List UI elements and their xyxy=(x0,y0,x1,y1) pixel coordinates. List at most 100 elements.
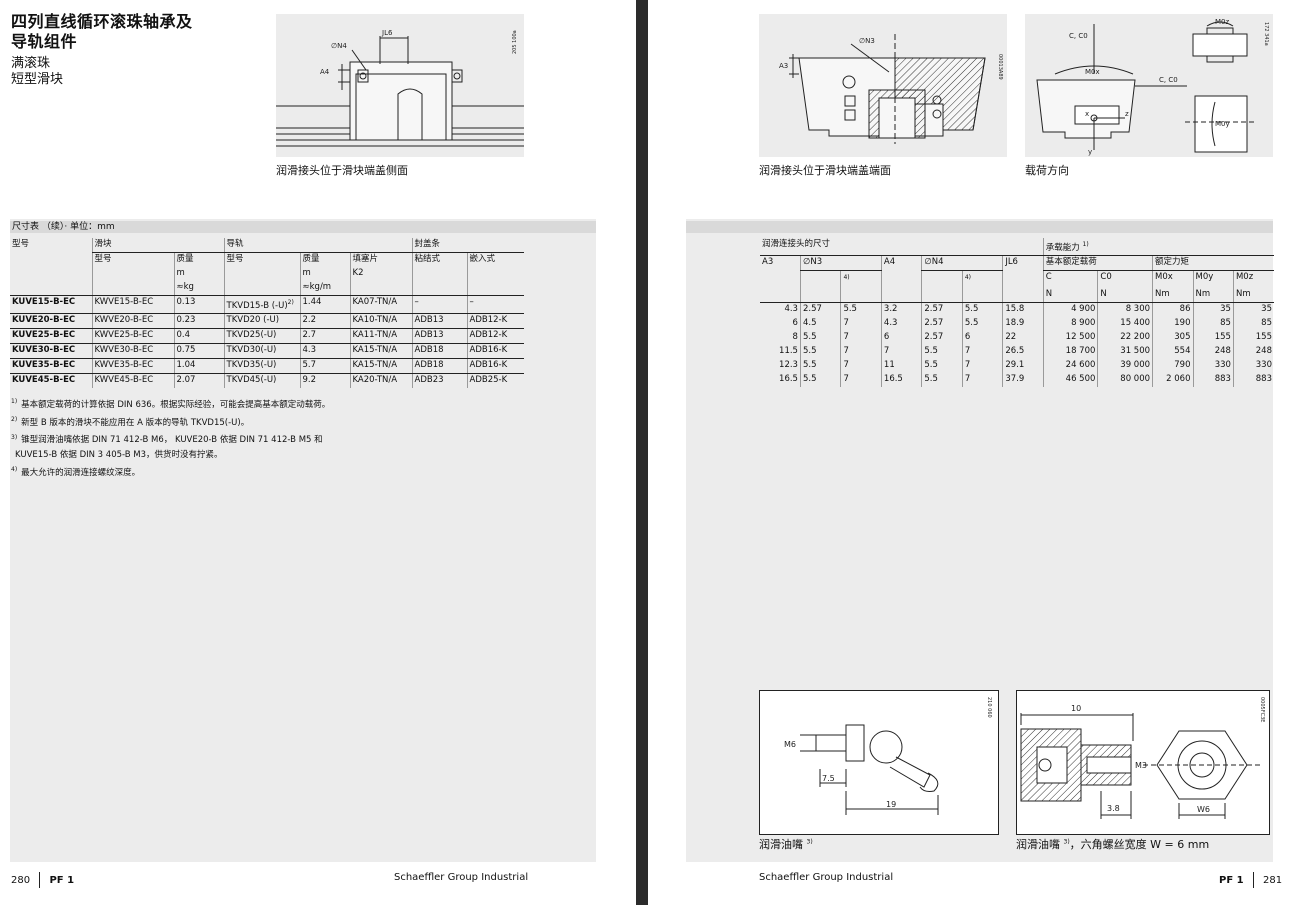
row-inset: ADB12-K xyxy=(466,328,524,344)
row-type: KUVE15-B-EC xyxy=(10,295,92,314)
footnote: 4)最大允许的润滑连接螺纹深度。 xyxy=(11,464,330,479)
header-inset: 嵌入式 xyxy=(466,252,524,267)
row-n3: 2.57 xyxy=(799,302,841,317)
header-carriage: 滑块 xyxy=(91,238,224,253)
row-filler-text: KA10-TN/A xyxy=(352,314,398,325)
header-carriage-type: 型号 xyxy=(91,252,174,267)
title-line-2: 导轨组件 xyxy=(11,32,78,51)
grease-nipple-m6-drawing: M6 7.5 19 210 060 xyxy=(784,697,992,815)
row-carriage-mass-text: 0.23 xyxy=(176,314,196,325)
row-n3: 4.5 xyxy=(799,316,841,331)
carriage-end-figure: ∅N3 A3 00013A89 xyxy=(759,14,1007,157)
carriage-end-drawing: ∅N3 A3 00013A89 xyxy=(779,34,1003,144)
row-adhesive-text: ADB13 xyxy=(414,329,444,340)
header-lube-dims: 润滑连接头的尺寸 xyxy=(760,238,1044,256)
c-right-label: C, C0 xyxy=(1159,76,1178,84)
row-type-text: KUVE20-B-EC xyxy=(12,314,76,325)
row-n3-depth: 7 xyxy=(840,344,882,359)
jl6-label: JL6 xyxy=(381,29,393,37)
row-c: 4 900 xyxy=(1042,302,1098,317)
row-m0x: 554 xyxy=(1152,344,1193,359)
row-filler: KA10-TN/A xyxy=(349,313,412,329)
row-carriage-text: KWVE20-B-EC xyxy=(94,314,154,325)
load-direction-caption: 载荷方向 xyxy=(1025,164,1069,177)
row-n3-depth: 7 xyxy=(840,372,882,387)
row-carriage: KWVE20-B-EC xyxy=(91,313,174,329)
m6-label: M6 xyxy=(784,740,796,749)
row-rail-mass: 2.7 xyxy=(299,328,350,344)
row-adhesive-text: ADB13 xyxy=(414,314,444,325)
dim-3-8-label: 3.8 xyxy=(1107,804,1120,813)
left-dimension-table: 型号 滑块 导轨 封盖条 型号 质量 型号 质量 填塞片 粘结式 嵌入式 m m xyxy=(10,238,524,388)
grease-nipple-m6-figure: M6 7.5 19 210 060 xyxy=(759,690,999,835)
row-m0y: 85 xyxy=(1192,316,1234,331)
row-c: 18 700 xyxy=(1042,344,1098,359)
figure-code: 205 100a xyxy=(512,30,518,54)
row-carriage-mass: 0.13 xyxy=(173,295,224,314)
row-a3: 8 xyxy=(792,331,798,342)
right-page: ∅N3 A3 00013A89 润滑接头位于滑块端盖端面 xyxy=(648,0,1289,905)
row-a3: 11.5 xyxy=(779,345,798,356)
row-n4-depth: 7 xyxy=(961,344,1003,359)
m0x-label: M0x xyxy=(1085,68,1100,76)
carriage-side-drawing: ∅N4 JL6 A4 205 100a xyxy=(276,29,524,147)
header-m0x: M0x xyxy=(1152,270,1193,288)
row-c0: 22 200 xyxy=(1097,330,1153,345)
header-m: m xyxy=(173,267,224,281)
row-filler-text: KA20-TN/A xyxy=(352,374,398,385)
row-c0: 31 500 xyxy=(1097,344,1153,359)
row-rail-mass-text: 9.2 xyxy=(302,374,317,385)
row-a4: 6 xyxy=(880,330,922,345)
row-jl6: 18.9 xyxy=(1002,316,1044,331)
row-adhesive: ADB13 xyxy=(411,328,467,344)
row-type: KUVE35-B-EC xyxy=(10,358,92,374)
header-load: 承载能力 1) xyxy=(1042,238,1274,256)
row-carriage-mass: 1.04 xyxy=(173,358,224,374)
row-c: 12 500 xyxy=(1042,330,1098,345)
c-top-label: C, C0 xyxy=(1069,32,1088,40)
table-title: 尺寸表 （续）· 单位：mm xyxy=(12,222,115,232)
row-rail-mass-text: 1.44 xyxy=(302,297,322,307)
row-filler: KA07-TN/A xyxy=(349,295,412,314)
load-direction-drawing: C, C0 C, C0 M0x M0y M0z x y z 172 341a xyxy=(1036,18,1269,156)
row-carriage-mass-text: 0.13 xyxy=(176,297,196,307)
row-m0y: 35 xyxy=(1192,302,1234,317)
row-m0z: 248 xyxy=(1232,344,1274,359)
row-n4-depth: 7 xyxy=(961,372,1003,387)
row-carriage-mass: 2.07 xyxy=(173,373,224,388)
row-n4-depth: 5.5 xyxy=(961,316,1003,331)
row-carriage: KWVE35-B-EC xyxy=(91,358,174,374)
header-c: C xyxy=(1042,270,1098,288)
row-m0z: 883 xyxy=(1232,372,1274,387)
row-c0: 39 000 xyxy=(1097,358,1153,373)
row-m0z: 330 xyxy=(1232,358,1274,373)
header-rail-type: 型号 xyxy=(223,252,300,267)
row-carriage-text: KWVE45-B-EC xyxy=(94,374,154,385)
header-c0-unit: N xyxy=(1097,287,1153,303)
row-carriage-mass: 0.4 xyxy=(173,328,224,344)
row-filler-text: KA15-TN/A xyxy=(352,359,398,370)
header-jl6: JL6 xyxy=(1002,255,1044,271)
row-inset: ADB16-K xyxy=(466,358,524,374)
row-type-text: KUVE30-B-EC xyxy=(12,344,76,355)
row-adhesive: ADB18 xyxy=(411,343,467,359)
header-m0x-unit: Nm xyxy=(1152,287,1193,303)
row-carriage: KWVE30-B-EC xyxy=(91,343,174,359)
row-filler-text: KA15-TN/A xyxy=(352,344,398,355)
row-adhesive: ADB23 xyxy=(411,373,467,388)
row-a4: 16.5 xyxy=(880,372,922,387)
dim-19-label: 19 xyxy=(886,800,896,809)
footnote-text: 最大允许的润滑连接螺纹深度。 xyxy=(21,468,141,479)
row-m0x: 305 xyxy=(1152,330,1193,345)
row-c0: 15 400 xyxy=(1097,316,1153,331)
row-filler: KA20-TN/A xyxy=(349,373,412,388)
header-n4: ∅N4 xyxy=(921,255,1003,271)
row-n4: 2.57 xyxy=(921,330,963,345)
header-m0z: M0z xyxy=(1232,270,1274,288)
left-footer: 280 PF 1 xyxy=(11,872,74,888)
